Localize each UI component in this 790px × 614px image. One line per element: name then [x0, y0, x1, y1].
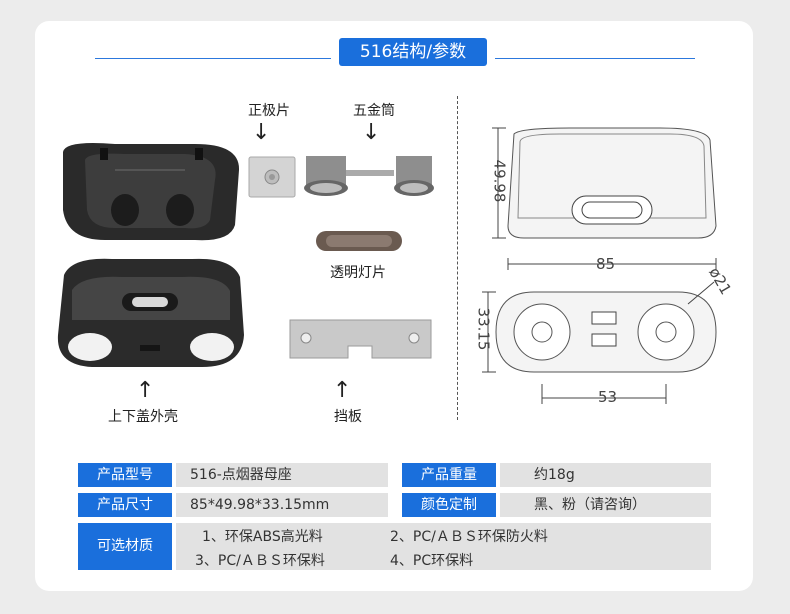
depth-dimension: 33.15	[474, 307, 493, 351]
weight-label: 产品重量	[402, 463, 496, 487]
upper-cover-image	[63, 143, 240, 241]
baffle-image	[289, 319, 432, 359]
section-divider	[457, 96, 458, 420]
height-dimension: 49.98	[490, 159, 509, 203]
size-label: 产品尺寸	[78, 493, 172, 517]
transparent-light-label: 透明灯片	[330, 265, 386, 281]
transparent-light-image	[316, 231, 402, 251]
color-value: 黑、粉（请咨询）	[500, 493, 711, 517]
size-value: 85*49.98*33.15mm	[176, 493, 388, 517]
page-title: 516结构/参数	[339, 38, 487, 66]
title-rule-right	[495, 58, 695, 59]
lower-cover-image	[57, 258, 244, 367]
tube-span-dimension: 53	[598, 388, 618, 406]
metal-tube-image	[304, 156, 434, 196]
width-dimension: 85	[596, 255, 616, 273]
material-box	[176, 523, 711, 570]
down-arrow-icon: ↓	[252, 120, 271, 145]
title-rule-left	[95, 58, 331, 59]
positive-plate-image	[248, 156, 296, 198]
material-option: 3、PC/ＡＢＳ环保料	[195, 553, 325, 569]
front-view-drawing	[492, 127, 717, 270]
side-view-drawing	[482, 281, 717, 404]
up-arrow-icon: ↑	[333, 378, 352, 403]
material-option: 1、环保ABS高光料	[202, 529, 323, 545]
shell-label: 上下盖外壳	[108, 409, 178, 425]
metal-tube-label: 五金筒	[353, 103, 395, 119]
weight-value: 约18g	[500, 463, 711, 487]
color-label: 颜色定制	[402, 493, 496, 517]
positive-plate-label: 正极片	[248, 103, 290, 119]
material-option: 2、PC/ＡＢＳ环保防火料	[390, 529, 548, 545]
model-label: 产品型号	[78, 463, 172, 487]
model-value: 516-点烟器母座	[176, 463, 388, 487]
material-label: 可选材质	[78, 523, 172, 570]
up-arrow-icon: ↑	[136, 378, 155, 403]
material-option: 4、PC环保料	[390, 553, 474, 569]
baffle-label: 挡板	[334, 409, 362, 425]
down-arrow-icon: ↓	[362, 120, 381, 145]
